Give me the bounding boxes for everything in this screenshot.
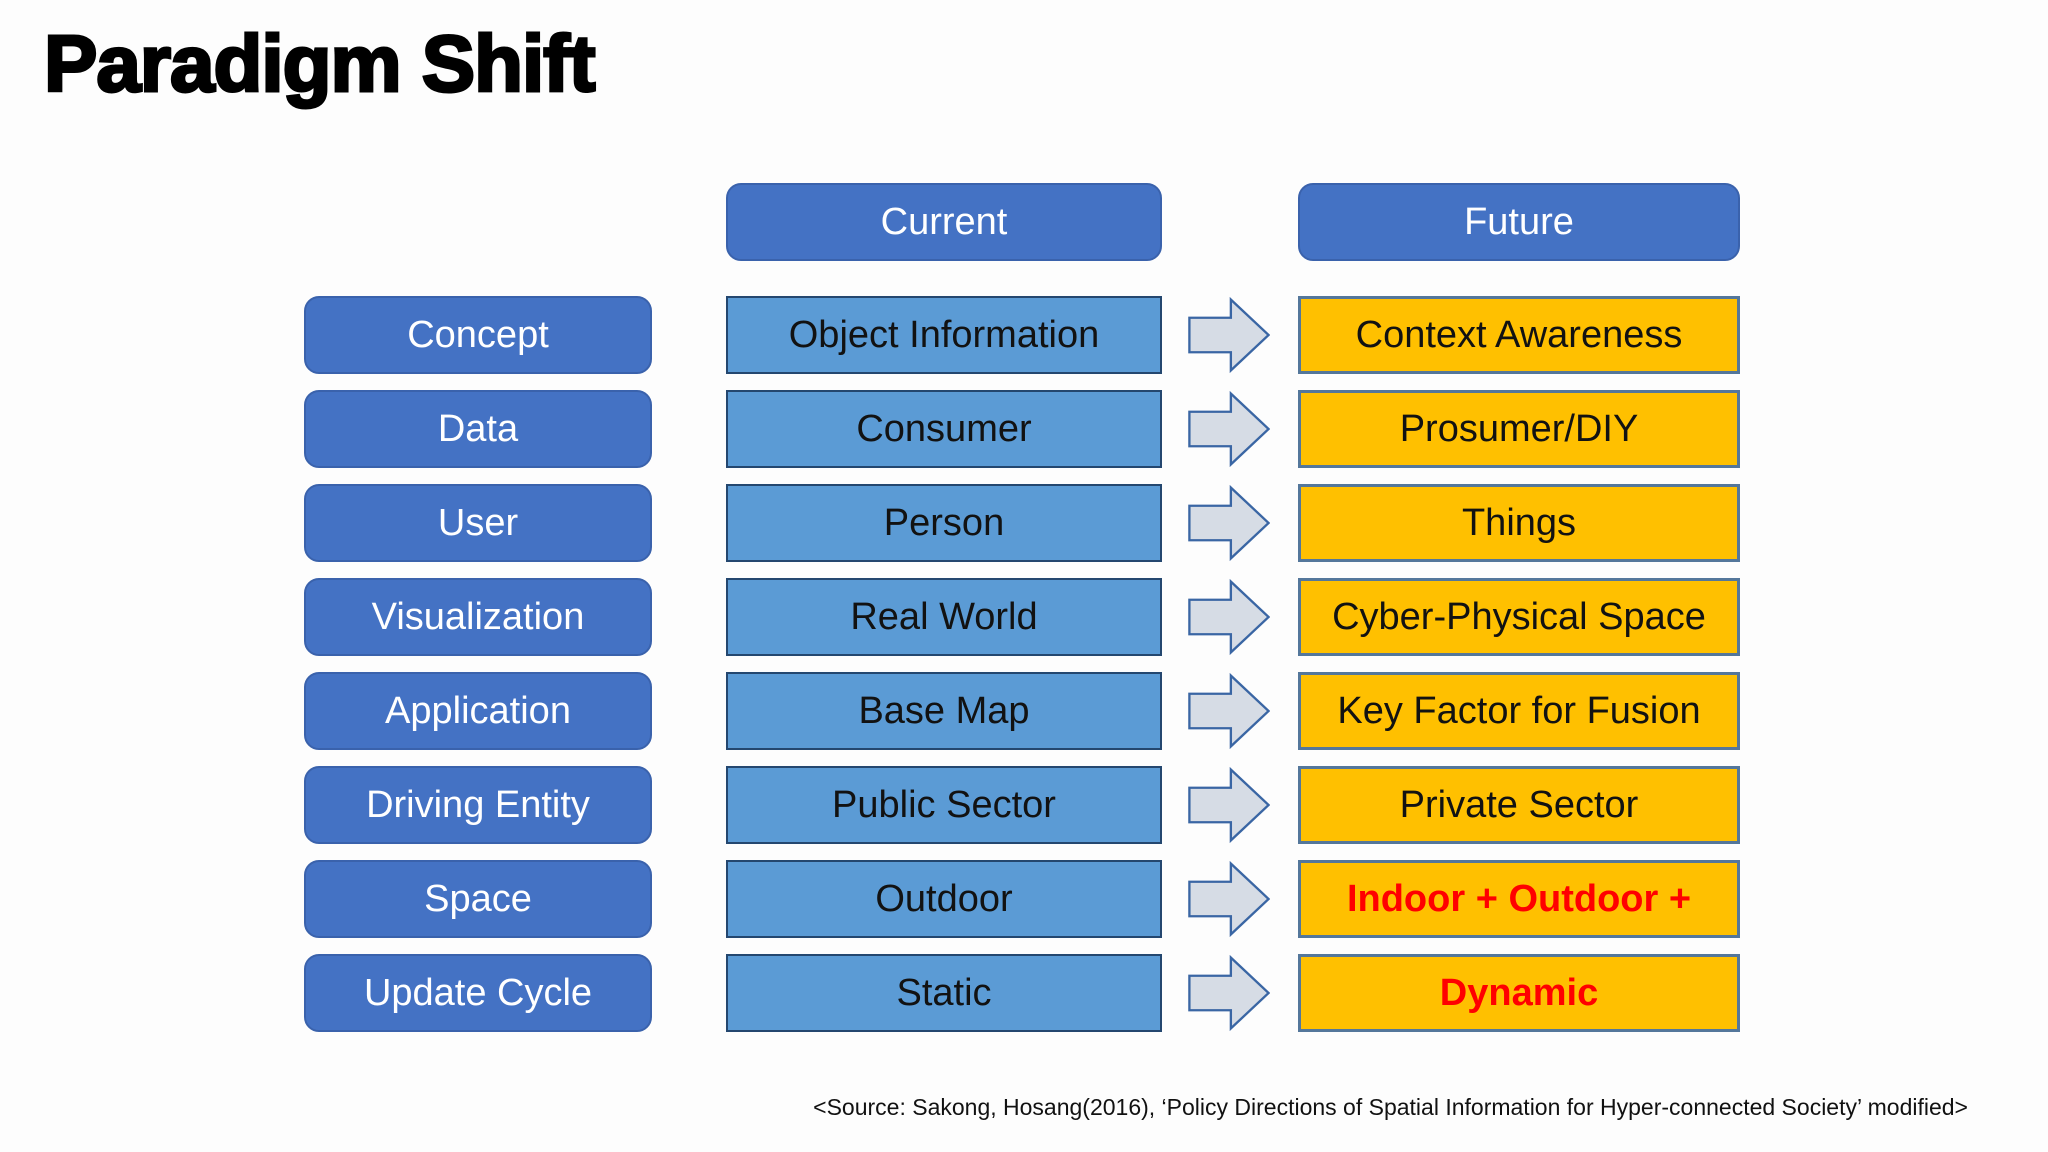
row-label: Update Cycle [304, 954, 652, 1032]
current-cell: Consumer [726, 390, 1162, 468]
row-label: Concept [304, 296, 652, 374]
right-arrow-icon [1188, 954, 1270, 1032]
table-row-space: Space Outdoor Indoor + Outdoor + [304, 860, 1740, 938]
current-cell: Object Information [726, 296, 1162, 374]
right-arrow-icon [1188, 578, 1270, 656]
comparison-table: Concept Object Information Context Aware… [304, 296, 1740, 1032]
table-row-concept: Concept Object Information Context Aware… [304, 296, 1740, 374]
right-arrow-icon [1188, 672, 1270, 750]
row-label: User [304, 484, 652, 562]
future-cell: Key Factor for Fusion [1298, 672, 1740, 750]
table-row-update-cycle: Update Cycle Static Dynamic [304, 954, 1740, 1032]
table-row-data: Data Consumer Prosumer/DIY [304, 390, 1740, 468]
row-label: Space [304, 860, 652, 938]
table-row-user: User Person Things [304, 484, 1740, 562]
table-row-visualization: Visualization Real World Cyber-Physical … [304, 578, 1740, 656]
column-header-current: Current [726, 183, 1162, 261]
right-arrow-icon [1188, 484, 1270, 562]
current-cell: Public Sector [726, 766, 1162, 844]
source-citation: <Source: Sakong, Hosang(2016), ‘Policy D… [813, 1094, 1968, 1120]
current-cell: Static [726, 954, 1162, 1032]
row-label: Visualization [304, 578, 652, 656]
future-cell: Indoor + Outdoor + [1298, 860, 1740, 938]
table-row-application: Application Base Map Key Factor for Fusi… [304, 672, 1740, 750]
current-cell: Base Map [726, 672, 1162, 750]
future-cell: Things [1298, 484, 1740, 562]
page-title: Paradigm Shift [43, 18, 598, 110]
right-arrow-icon [1188, 390, 1270, 468]
row-label: Driving Entity [304, 766, 652, 844]
current-cell: Person [726, 484, 1162, 562]
future-cell: Dynamic [1298, 954, 1740, 1032]
column-header-future: Future [1298, 183, 1740, 261]
table-row-driving-entity: Driving Entity Public Sector Private Sec… [304, 766, 1740, 844]
current-cell: Real World [726, 578, 1162, 656]
current-cell: Outdoor [726, 860, 1162, 938]
right-arrow-icon [1188, 296, 1270, 374]
future-cell: Private Sector [1298, 766, 1740, 844]
row-label: Data [304, 390, 652, 468]
future-cell: Context Awareness [1298, 296, 1740, 374]
right-arrow-icon [1188, 860, 1270, 938]
future-cell: Cyber-Physical Space [1298, 578, 1740, 656]
right-arrow-icon [1188, 766, 1270, 844]
row-label: Application [304, 672, 652, 750]
future-cell: Prosumer/DIY [1298, 390, 1740, 468]
